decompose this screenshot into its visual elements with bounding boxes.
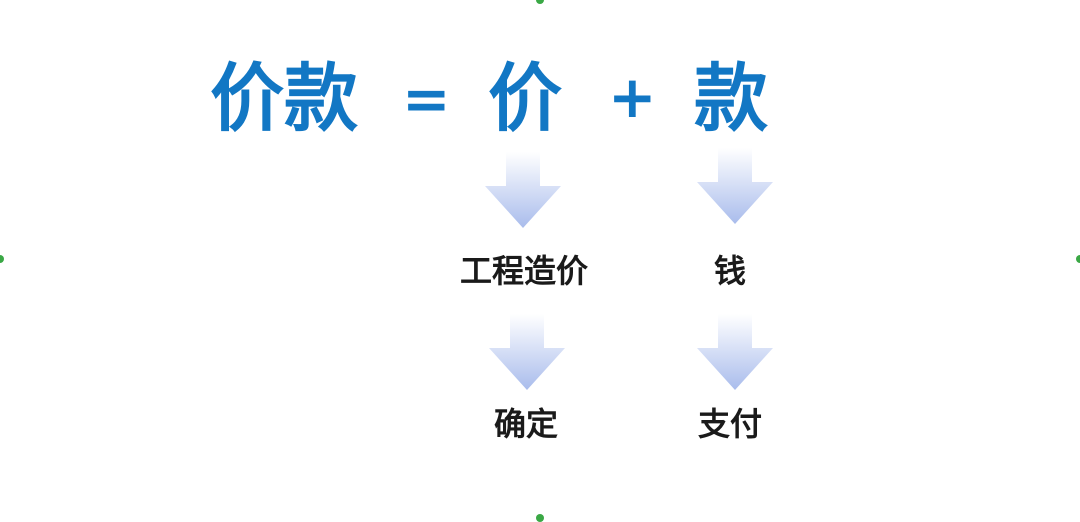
down-arrow-icon — [485, 152, 561, 228]
down-arrow-icon — [697, 314, 773, 390]
top-resize-handle[interactable] — [536, 0, 544, 4]
equation-term-money: 款 — [694, 56, 768, 142]
equation-term-price: 价 — [488, 56, 562, 142]
right-resize-handle[interactable] — [1076, 255, 1080, 263]
equals-sign: = — [402, 65, 451, 133]
plus-sign: + — [608, 63, 657, 131]
label-money: 钱 — [714, 252, 747, 290]
label-pay: 支付 — [698, 405, 763, 443]
equation-lhs: 价款 — [210, 56, 358, 142]
label-construction-cost: 工程造价 — [460, 252, 589, 290]
left-resize-handle[interactable] — [0, 255, 4, 263]
down-arrow-icon — [697, 148, 773, 224]
bottom-resize-handle[interactable] — [536, 514, 544, 522]
label-determine: 确定 — [494, 405, 559, 443]
down-arrow-icon — [489, 314, 565, 390]
